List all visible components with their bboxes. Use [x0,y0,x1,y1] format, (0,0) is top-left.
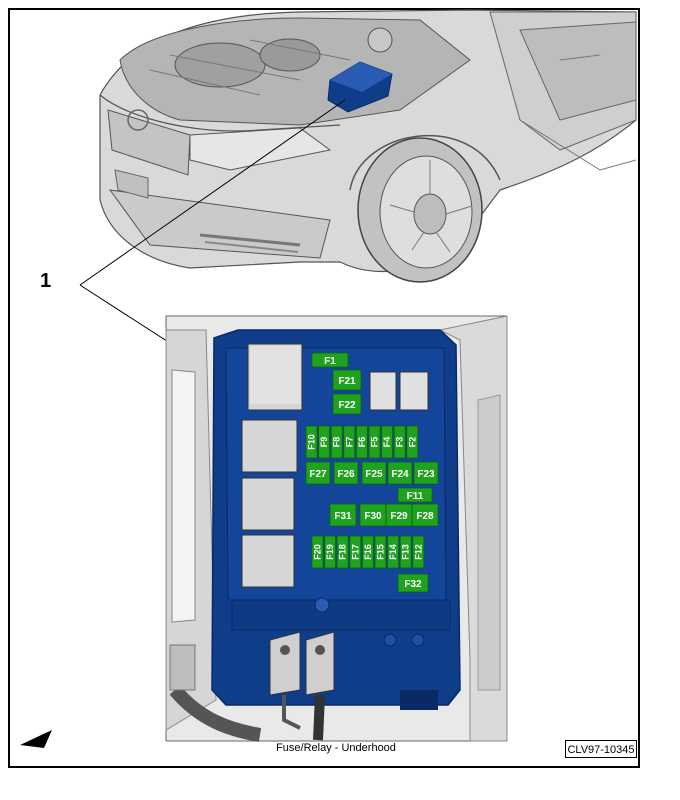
fuse-f31: F31 [329,503,357,527]
fuse-f3: F3 [393,425,406,459]
fuse-label: F29 [390,511,408,522]
fuse-label: F3 [395,437,405,448]
fuse-label: F6 [357,437,367,448]
callout-number: 1 [40,270,52,292]
fuse-f32: F32 [397,573,429,593]
fuse-f22: F22 [332,393,362,415]
fuse-f28: F28 [411,503,439,527]
fuse-f18: F18 [336,535,349,569]
fuse-f29: F29 [385,503,413,527]
fuse-label: F25 [365,469,383,480]
car-illustration [99,9,637,283]
fuse-f12: F12 [412,535,425,569]
fuse-f7: F7 [343,425,356,459]
fuse-f24: F24 [387,461,413,485]
fuse-label: F32 [404,579,422,590]
fuse-f30: F30 [359,503,387,527]
diagram-caption: Fuse/Relay - Underhood [276,742,396,754]
fuse-f15: F15 [374,535,387,569]
fuse-label: F27 [309,469,327,480]
fuse-label: F19 [325,544,335,560]
fuse-label: F17 [350,544,360,560]
fuse-label: F30 [364,511,382,522]
fuse-label: F26 [337,469,355,480]
fuse-label: F2 [407,437,417,448]
fuse-label: F15 [376,544,386,560]
fuse-label: F20 [313,544,323,560]
fuse-label: F1 [324,356,336,367]
fuse-f1: F1 [311,352,349,368]
direction-arrow-icon [20,730,52,748]
fuse-f9: F9 [318,425,331,459]
fuse-f2: F2 [406,425,419,459]
fuse-label: F12 [413,544,423,560]
fuse-label: F21 [338,376,356,387]
fuse-f21: F21 [332,369,362,391]
fuse-label: F14 [388,544,398,560]
fuse-f27: F27 [305,461,331,485]
fuse-f20: F20 [311,535,324,569]
fuse-f13: F13 [399,535,412,569]
fuse-f8: F8 [330,425,343,459]
fuse-label: F28 [416,511,434,522]
fuse-f17: F17 [349,535,362,569]
fuse-f23: F23 [413,461,439,485]
fuse-label: F10 [307,434,317,450]
fuse-f16: F16 [361,535,374,569]
fuse-label: F24 [391,469,409,480]
fuse-label: F4 [382,437,392,448]
fuse-label: F5 [370,437,380,448]
fuse-f10: F10 [305,425,318,459]
fuse-f11: F11 [397,487,433,503]
fuse-label: F31 [334,511,352,522]
fuse-label: F8 [332,437,342,448]
fuse-f14: F14 [387,535,400,569]
fuse-label: F23 [417,469,435,480]
fuse-label: F13 [401,544,411,560]
fuse-f19: F19 [324,535,337,569]
fuse-f26: F26 [333,461,359,485]
fuse-label: F11 [407,491,424,502]
fuse-label: F9 [319,437,329,448]
fuse-label: F16 [363,544,373,560]
fuse-f6: F6 [355,425,368,459]
fuse-label: F22 [338,400,356,411]
fuse-f5: F5 [368,425,381,459]
fuse-f25: F25 [361,461,387,485]
fuse-label: F18 [338,544,348,560]
fuse-f4: F4 [381,425,394,459]
fuse-label: F7 [344,437,354,448]
diagram-code: CLV97-10345 [565,740,637,758]
